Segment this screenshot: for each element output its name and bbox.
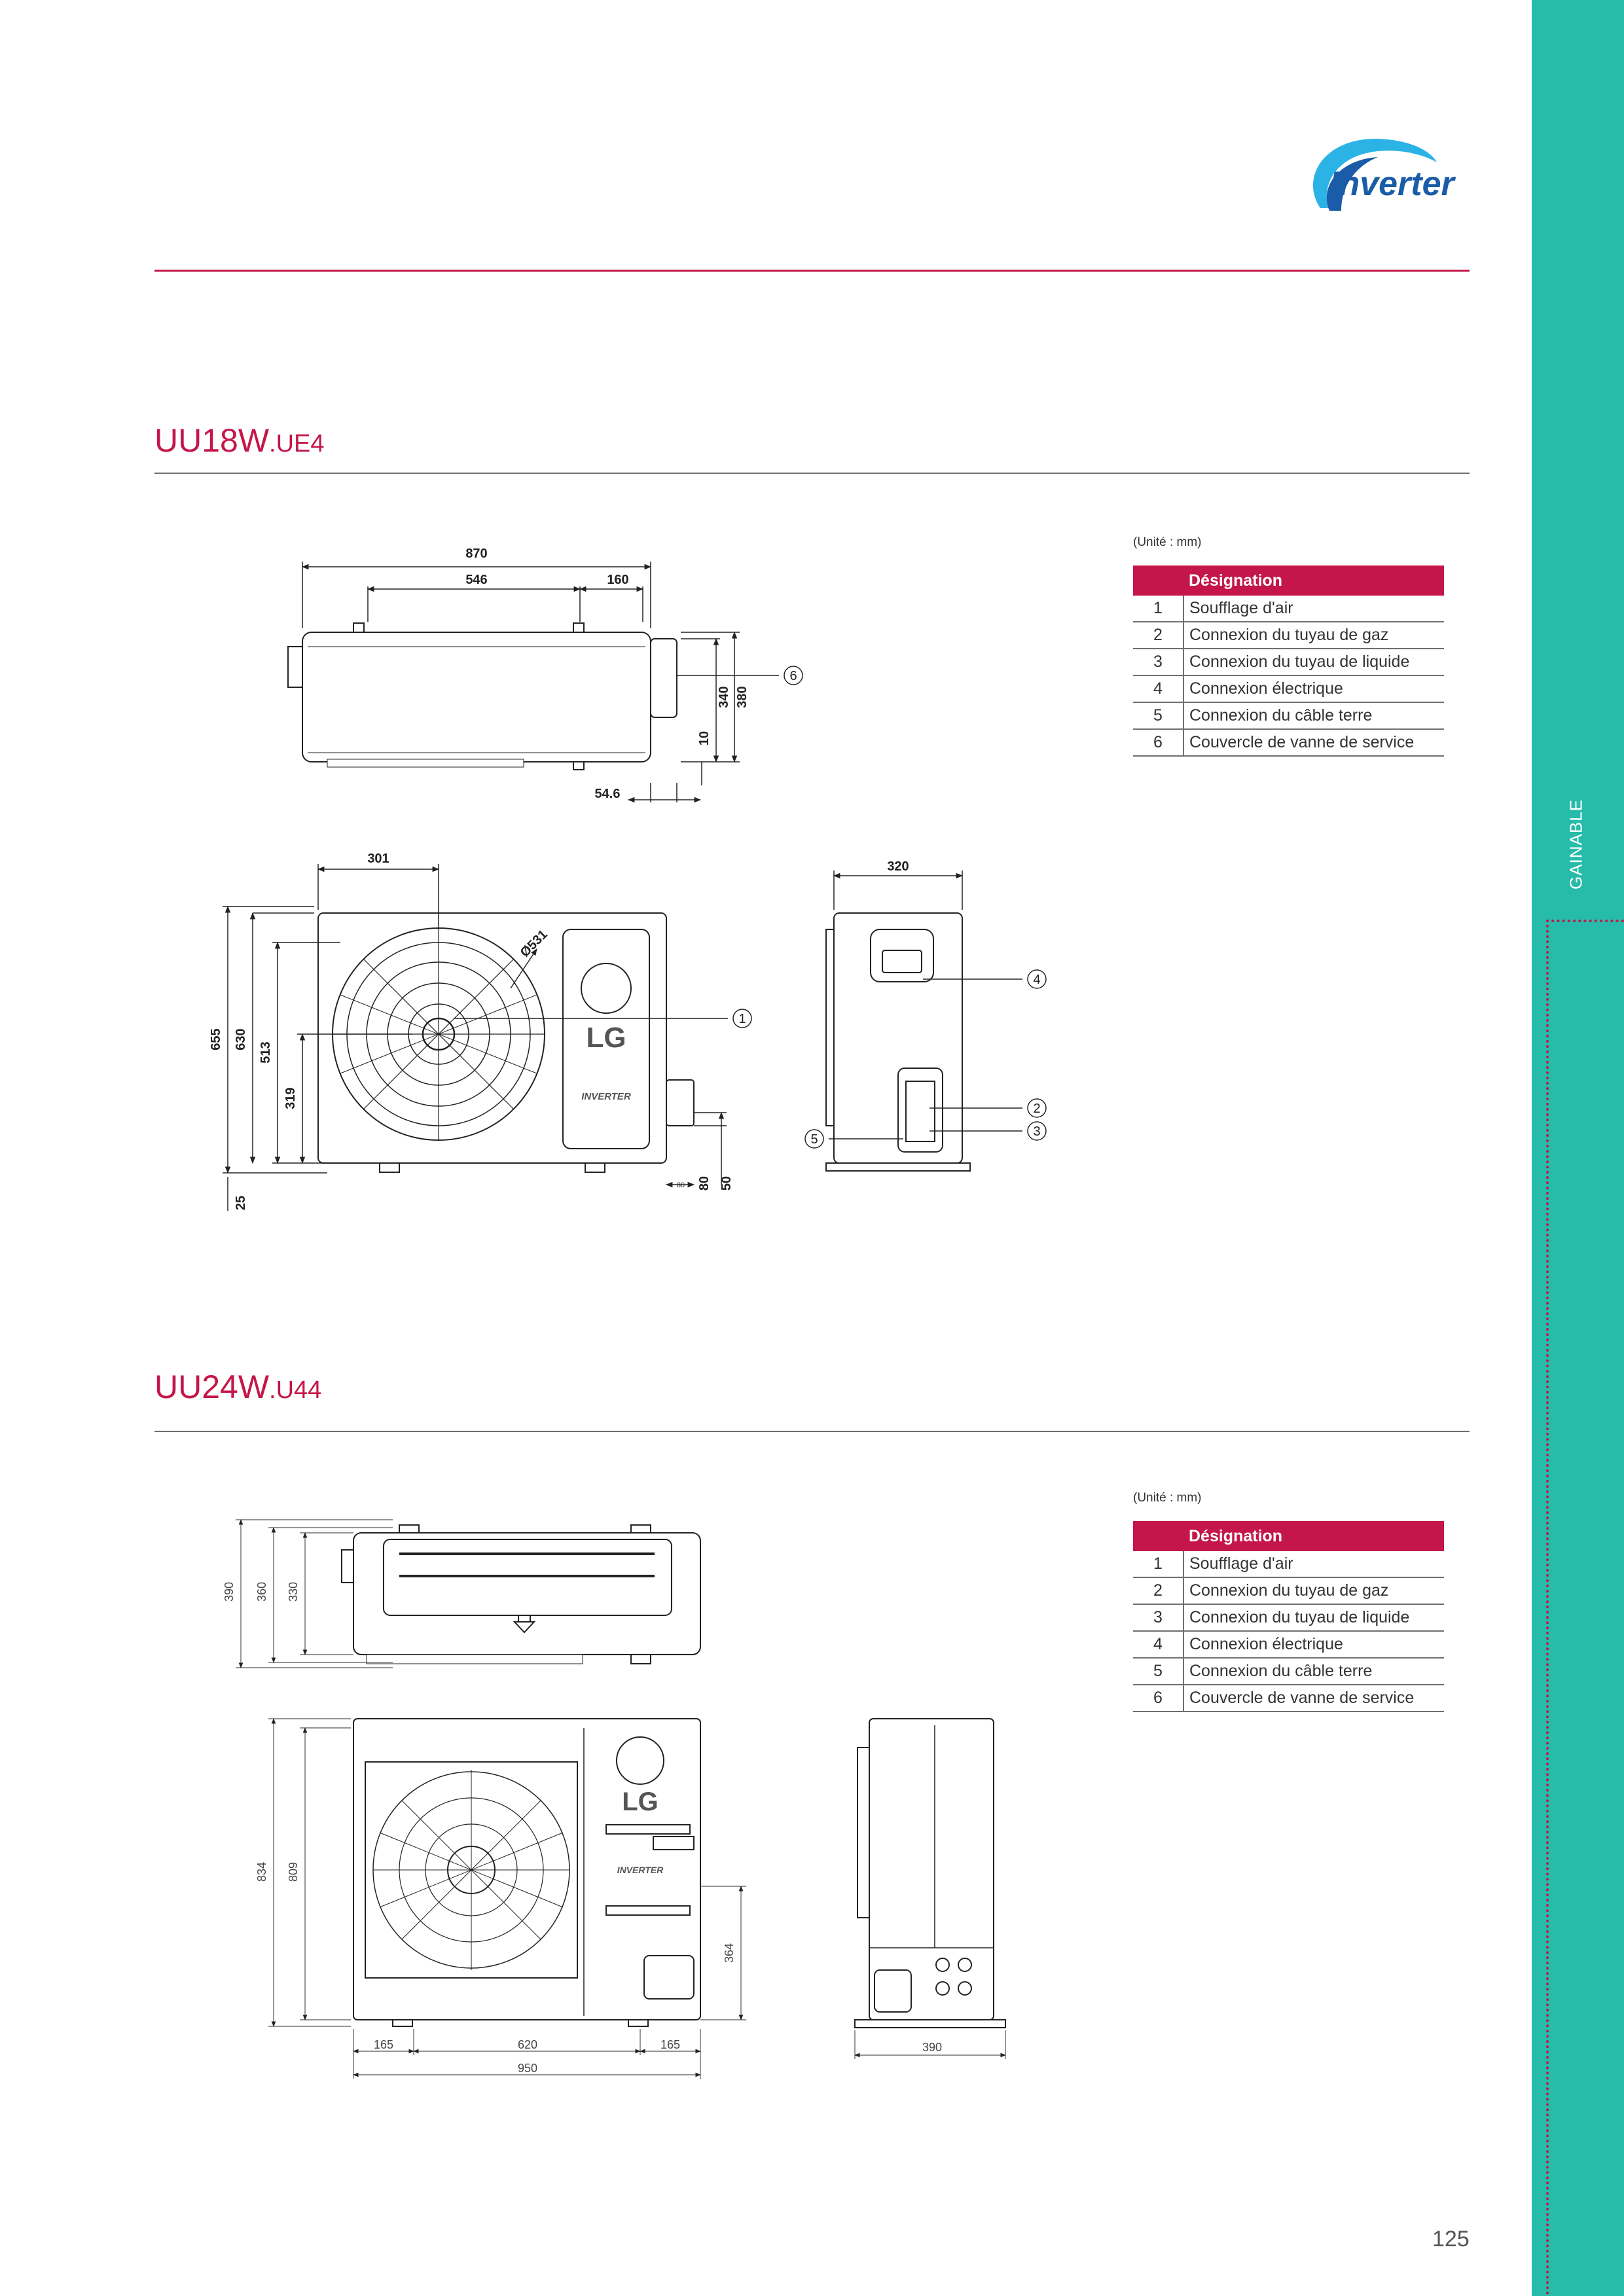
header-rule	[154, 270, 1470, 272]
inverter-mark: INVERTER	[617, 1865, 664, 1875]
svg-text:50: 50	[719, 1176, 734, 1191]
svg-text:6: 6	[789, 669, 797, 683]
svg-text:1: 1	[738, 1012, 746, 1026]
lg-mark: LG	[586, 1022, 626, 1054]
logo-text: Inverter	[1329, 165, 1456, 203]
svg-text:319: 319	[283, 1087, 298, 1109]
svg-text:364: 364	[723, 1943, 736, 1963]
section-tab-label: GAINABLE	[1566, 798, 1586, 890]
page-number: 125	[1432, 2227, 1470, 2251]
svg-text:330: 330	[287, 1582, 300, 1602]
svg-text:809: 809	[287, 1862, 300, 1882]
model-title-1: UU18W.UE4	[154, 422, 325, 459]
svg-text:655: 655	[209, 1028, 223, 1050]
uu18w-side-labels: 320 4 2 3 5	[810, 859, 1040, 1147]
svg-text:513: 513	[259, 1041, 273, 1063]
svg-text:320: 320	[887, 859, 909, 874]
uu24w-side-view	[854, 1718, 1006, 2028]
svg-text:950: 950	[518, 2062, 537, 2075]
svg-text:301: 301	[367, 852, 389, 866]
model-title-2: UU24W.U44	[154, 1369, 322, 1405]
svg-text:165: 165	[374, 2038, 393, 2051]
svg-text:80: 80	[677, 1181, 685, 1189]
uu18w-front-dim-labels: 301 Ø531 655 630 513 319 25 80 80 50 1	[209, 852, 746, 1210]
uu24w-side-dim-labels: 390	[922, 2041, 942, 2054]
unit-note-2: (Unité : mm)	[1133, 1491, 1202, 1505]
svg-text:3: 3	[1033, 1124, 1040, 1139]
svg-text:390: 390	[223, 1582, 236, 1602]
section-rule-2	[154, 1431, 1470, 1432]
svg-text:80: 80	[697, 1176, 712, 1191]
uu24w-side-dims	[854, 2030, 1006, 2059]
svg-text:360: 360	[255, 1582, 268, 1602]
uu24w-front-dims	[268, 1718, 746, 2079]
svg-text:630: 630	[234, 1028, 248, 1050]
uu18w-top-dim-labels: 870 546 160 340 380 10 54.6 6	[465, 547, 797, 801]
inverter-logo: Inverter	[1312, 138, 1456, 211]
table-header: Désignation	[1183, 565, 1444, 596]
svg-text:834: 834	[255, 1862, 268, 1882]
dotted-divider-vertical	[1546, 920, 1549, 2296]
svg-text:25: 25	[234, 1196, 248, 1210]
svg-text:4: 4	[1033, 973, 1040, 987]
dotted-divider	[1546, 920, 1624, 922]
uu18w-side-dims	[804, 870, 1047, 1149]
lg-mark: LG	[622, 1787, 659, 1816]
svg-text:546: 546	[465, 573, 487, 587]
uu24w-top-dims	[236, 1519, 393, 1668]
svg-text:2: 2	[1033, 1102, 1040, 1116]
inverter-mark: INVERTER	[581, 1091, 631, 1102]
uu18w-top-dims	[301, 562, 803, 803]
uu18w-front-view	[317, 912, 695, 1173]
svg-text:5: 5	[810, 1132, 818, 1147]
uu18w-front-dims	[223, 864, 752, 1211]
uu24w-top-dim-labels: 390 360 330	[223, 1582, 300, 1602]
svg-text:340: 340	[717, 686, 731, 708]
svg-text:380: 380	[735, 686, 749, 708]
uu24w-front-marks: LG INVERTER	[617, 1787, 664, 1875]
uu24w-front-view	[353, 1718, 701, 2027]
uu18w-top-view	[287, 622, 677, 770]
uu24w-top-view	[341, 1524, 701, 1664]
unit-note-1: (Unité : mm)	[1133, 535, 1202, 549]
svg-text:620: 620	[518, 2038, 537, 2051]
svg-text:390: 390	[922, 2041, 942, 2054]
svg-text:870: 870	[465, 547, 487, 561]
uu18w-side-view	[825, 912, 971, 1172]
uu24w-front-dim-labels: 834 809 364 165 620 165 950	[255, 1862, 736, 2075]
svg-text:165: 165	[660, 2038, 680, 2051]
technical-drawings: 870 546 160 340 380 10 54.6 6 LG INVERTE…	[209, 547, 1047, 2079]
uu18w-front-marks: LG INVERTER	[581, 1022, 631, 1102]
svg-text:160: 160	[607, 573, 628, 587]
table-header: Désignation	[1183, 1521, 1444, 1551]
svg-text:54.6: 54.6	[595, 787, 621, 801]
section-rule-1	[154, 473, 1470, 474]
svg-text:10: 10	[697, 731, 712, 745]
